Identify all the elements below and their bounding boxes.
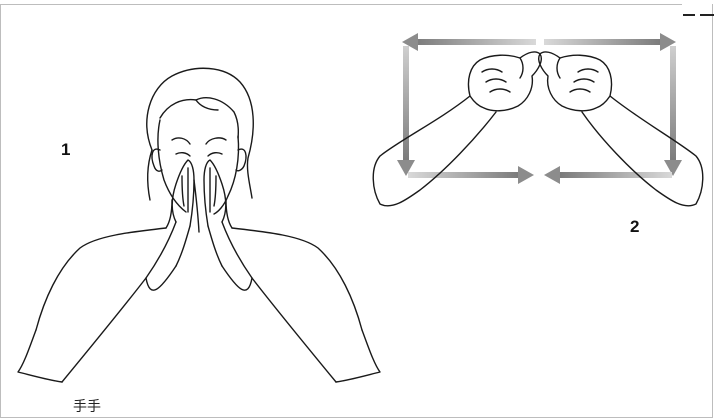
left-fist-fingers xyxy=(482,69,510,92)
arrow-bottom-left-inward xyxy=(408,166,534,184)
right-forearm xyxy=(582,96,703,206)
right-fist-fingers xyxy=(570,69,598,92)
arrow-bottom-right-inward xyxy=(544,166,672,184)
sign-caption: 手手 xyxy=(73,396,101,416)
left-forearm xyxy=(373,96,496,206)
arrow-top-right xyxy=(544,33,676,51)
arrow-right-down xyxy=(664,46,682,176)
arrow-top-left xyxy=(402,33,536,51)
step-number-1: 1 xyxy=(61,140,70,160)
right-thumb xyxy=(557,58,560,78)
left-thumb xyxy=(520,58,523,78)
arrow-left-down xyxy=(397,46,415,176)
step-number-2: 2 xyxy=(630,217,639,237)
